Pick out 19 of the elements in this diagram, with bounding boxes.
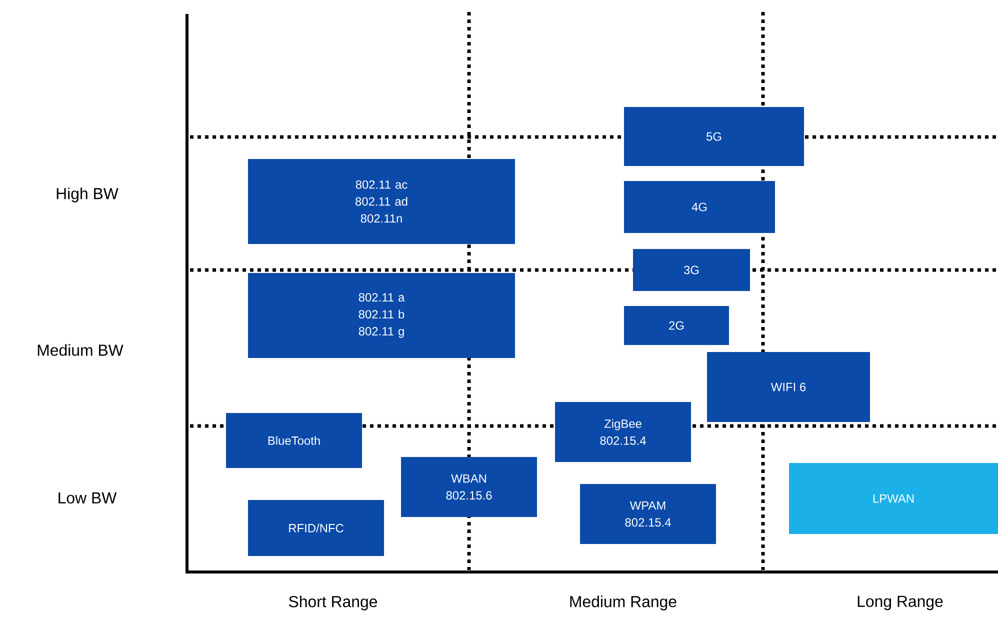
technology-box: WIFI 6 — [707, 352, 870, 422]
axis-label: Medium Range — [570, 596, 676, 610]
axis-label: Long Range — [858, 596, 943, 610]
technology-box: BlueTooth — [226, 413, 362, 468]
axis-label: Short Range — [288, 596, 378, 610]
technology-box: RFID/NFC — [248, 500, 384, 556]
technology-box: 3G — [633, 249, 750, 291]
technology-box: 4G — [624, 181, 775, 233]
technology-box: 802.11 ac 802.11 ad 802.11n — [248, 159, 515, 244]
technology-box: 2G — [624, 306, 729, 345]
technology-box: ZigBee 802.15.4 — [555, 402, 691, 462]
technology-box: LPWAN — [789, 463, 998, 534]
technology-box: 802.11 a 802.11 b 802.11 g — [248, 273, 515, 358]
technology-box: WBAN 802.15.6 — [401, 457, 537, 517]
technology-box: 5G — [624, 107, 804, 166]
axis-label: Low BW — [58, 492, 117, 504]
axis-label: Medium BW — [38, 344, 124, 356]
technology-box: WPAM 802.15.4 — [580, 484, 716, 544]
axis-label: High BW — [56, 188, 118, 202]
